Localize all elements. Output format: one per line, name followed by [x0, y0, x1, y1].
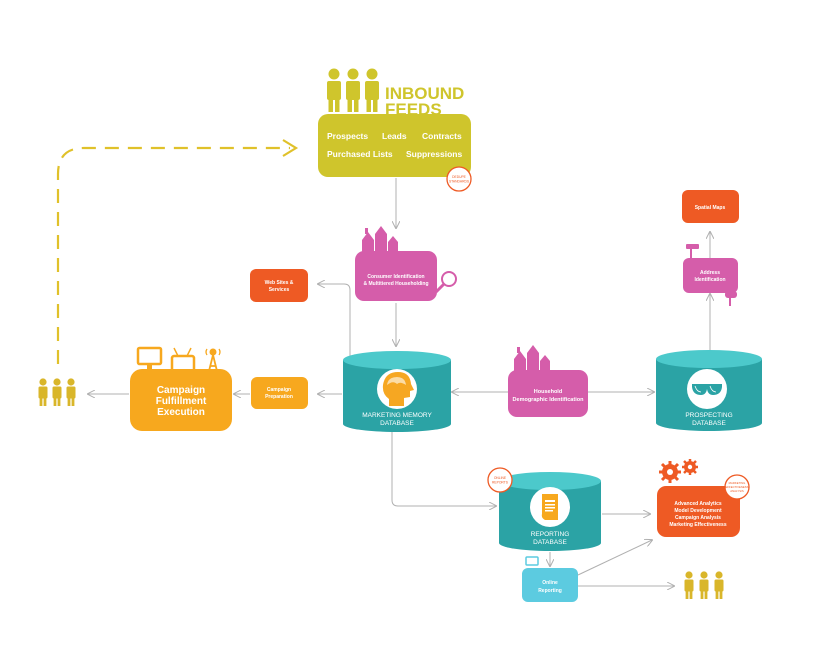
campaign-exec-line1: Campaign — [157, 385, 205, 396]
reporting-db-line2: DATABASE — [533, 539, 567, 546]
online-reporting-box[interactable] — [522, 568, 578, 602]
glasses-icon — [692, 384, 722, 395]
prospecting-db-line1: PROSPECTING — [685, 412, 732, 419]
arrow-marketing-db-to-reporting-db — [391, 430, 496, 506]
dedupe-standards-badge: DEDUPE STANDARDS — [446, 166, 472, 192]
arrow-marketing-db-to-web-sites — [318, 284, 351, 356]
reporting-db-line1: REPORTING — [531, 531, 570, 538]
inbound-item-contracts: Contracts — [422, 131, 462, 141]
analytics-line4: Marketing Effectiveness — [669, 522, 726, 528]
address-line1: Address — [700, 270, 720, 276]
marketing-memory-database[interactable]: MARKETING MEMORY DATABASE — [343, 351, 451, 432]
inbound-feeds-box[interactable] — [318, 114, 471, 177]
inbound-item-leads: Leads — [382, 131, 407, 141]
inbound-feeds-title-line1: INBOUND — [385, 84, 464, 103]
campaign-prep-line1: Campaign — [267, 387, 291, 393]
household-demographic-box[interactable] — [508, 370, 588, 417]
effectiveness-badge-line1: MARKETING — [729, 481, 746, 485]
spatial-maps-box[interactable] — [682, 190, 739, 223]
campaign-preparation-box[interactable] — [251, 377, 308, 409]
web-sites-line1: Web Sites & — [265, 280, 294, 286]
online-reporting-monitor-icon — [525, 556, 539, 566]
online-reporting-line2: Reporting — [538, 588, 562, 594]
gears-icon — [659, 459, 698, 483]
marketing-db-line1: MARKETING MEMORY — [362, 412, 432, 419]
prospecting-database[interactable]: PROSPECTING DATABASE — [656, 350, 762, 431]
inbound-item-purchased-lists: Purchased Lists — [327, 149, 393, 159]
address-identification-box[interactable] — [683, 258, 738, 293]
consumer-identification-line2: & Multitiered Householding — [364, 281, 429, 287]
analytics-line3: Campaign Analysis — [675, 515, 721, 521]
analytics-line1: Advanced Analytics — [674, 501, 722, 507]
feedback-loop-arrowhead — [282, 139, 299, 157]
web-sites-services-box[interactable] — [250, 269, 308, 302]
campaign-prep-line2: Preparation — [265, 394, 293, 400]
inbound-feeds-people-icon — [327, 68, 379, 112]
campaign-execution-box[interactable] — [130, 369, 232, 431]
dedupe-badge-line2: STANDARDS — [449, 180, 470, 184]
campaign-exec-line3: Execution — [157, 407, 205, 418]
household-houses-icon — [514, 345, 550, 371]
marketing-db-line2: DATABASE — [380, 420, 414, 427]
people-icon-left — [38, 378, 76, 406]
mailbox-icon — [725, 291, 737, 306]
online-reports-badge: ONLINE REPORTS — [487, 467, 513, 493]
spatial-maps-label: Spatial Maps — [695, 205, 726, 211]
effectiveness-badge-line2: EFFECTIVENESS — [725, 485, 748, 489]
reporting-database[interactable]: REPORTING DATABASE — [499, 472, 601, 551]
tower-icon — [205, 348, 221, 372]
household-line2: Demographic Identification — [513, 397, 585, 403]
effectiveness-badge-line3: ANALYSIS — [730, 489, 744, 493]
feedback-loop-dashed-arrow — [56, 146, 290, 364]
people-icon-bottom-right — [684, 571, 724, 599]
arrow-online-to-analytics — [577, 540, 652, 576]
dedupe-badge-line1: DEDUPE — [452, 175, 467, 179]
advanced-analytics-box[interactable] — [657, 486, 740, 537]
head-icon — [382, 372, 414, 406]
web-sites-line2: Services — [269, 287, 290, 293]
marketing-effectiveness-badge: MARKETING EFFECTIVENESS ANALYSIS — [724, 474, 750, 500]
consumer-identification-line1: Consumer Identification — [367, 274, 424, 280]
online-reports-badge-line1: ONLINE — [494, 476, 507, 480]
magnifier-icon — [434, 271, 457, 294]
document-icon — [541, 494, 558, 520]
prospecting-db-line2: DATABASE — [692, 420, 726, 427]
household-line1: Household — [534, 389, 562, 395]
analytics-line2: Model Development — [674, 508, 722, 514]
online-reporting-line1: Online — [542, 580, 558, 586]
address-line2: Identification — [694, 277, 725, 283]
consumer-identification-box[interactable] — [355, 251, 437, 301]
connectors — [88, 178, 710, 586]
monitor-icon — [136, 346, 163, 370]
inbound-item-prospects: Prospects — [327, 131, 368, 141]
consumer-houses-icon — [362, 226, 398, 252]
inbound-item-suppressions: Suppressions — [406, 149, 462, 159]
online-reports-badge-line2: REPORTS — [492, 481, 509, 485]
campaign-exec-line2: Fulfillment — [156, 396, 207, 407]
sign-icon — [686, 244, 699, 259]
tv-icon — [170, 347, 196, 373]
